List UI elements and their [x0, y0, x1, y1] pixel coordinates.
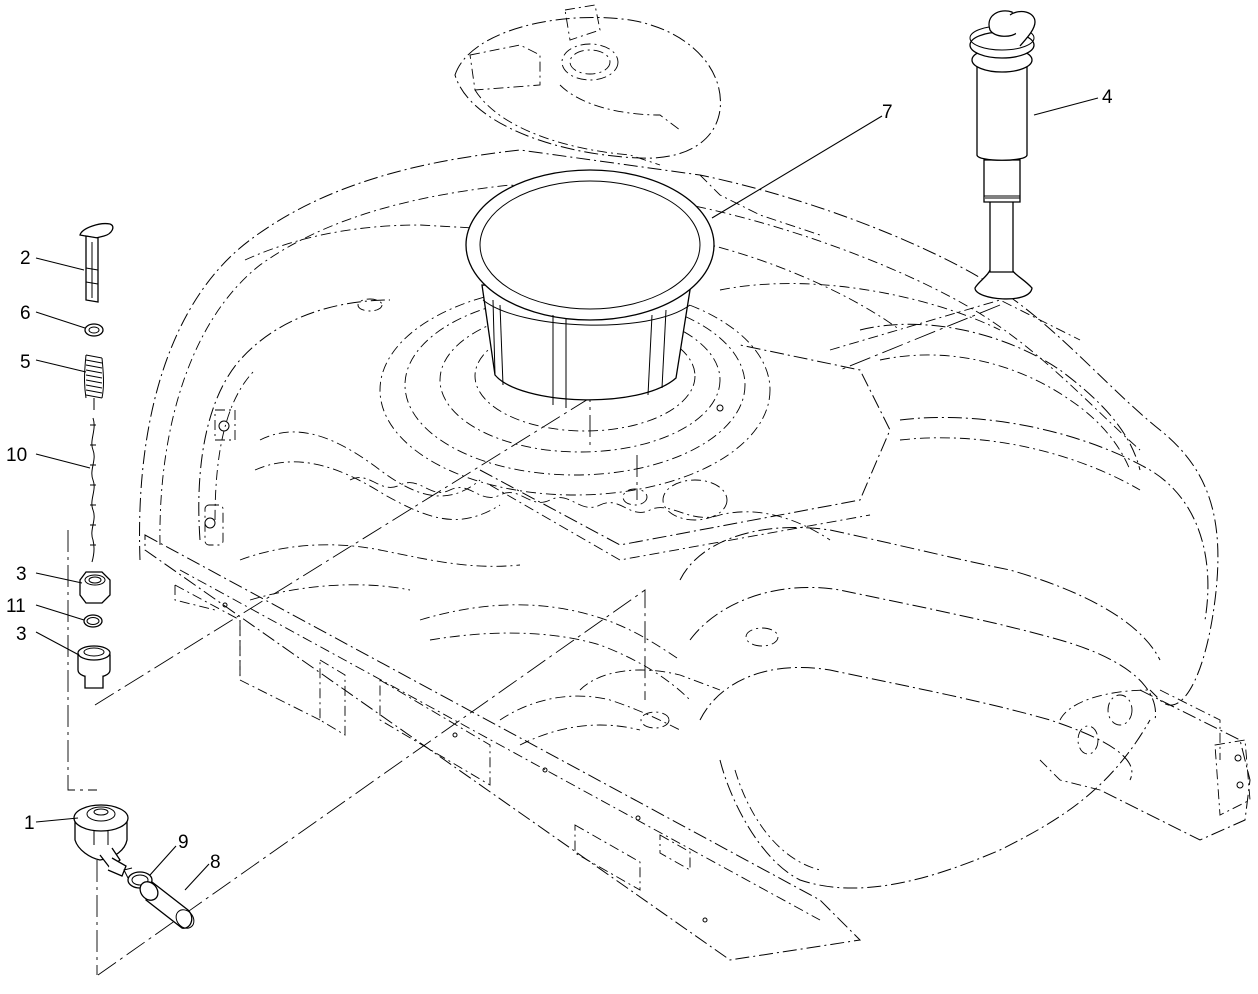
- callout-4: 4: [1102, 87, 1113, 108]
- valve-body-1: [73, 804, 129, 877]
- callout-6: 6: [20, 303, 31, 324]
- callout-3-upper: 3: [16, 564, 27, 585]
- strainer-basket: [465, 169, 715, 408]
- callout-1: 1: [24, 813, 35, 834]
- o-ring-11: [83, 614, 103, 628]
- callout-9: 9: [178, 832, 189, 853]
- fitting-3-lower: [77, 645, 111, 689]
- leader-lines: [35, 97, 1099, 891]
- tank-lid: [454, 4, 721, 166]
- o-ring-6: [84, 323, 104, 337]
- callout-3-lower: 3: [16, 624, 27, 645]
- callout-7: 7: [882, 102, 893, 123]
- hose-8: [139, 880, 195, 929]
- frame-rail: [144, 534, 1251, 961]
- callout-11: 11: [6, 596, 26, 617]
- fill-tube-assembly: [969, 10, 1036, 300]
- spring-5: [84, 354, 104, 410]
- chain-10: [90, 417, 96, 563]
- callout-2: 2: [20, 248, 31, 269]
- callout-10: 10: [6, 445, 27, 466]
- valve-handle: [79, 222, 114, 303]
- tank-body: [139, 149, 1219, 889]
- callout-8: 8: [210, 852, 221, 873]
- nut-3-upper: [79, 571, 111, 604]
- callout-5: 5: [20, 352, 31, 373]
